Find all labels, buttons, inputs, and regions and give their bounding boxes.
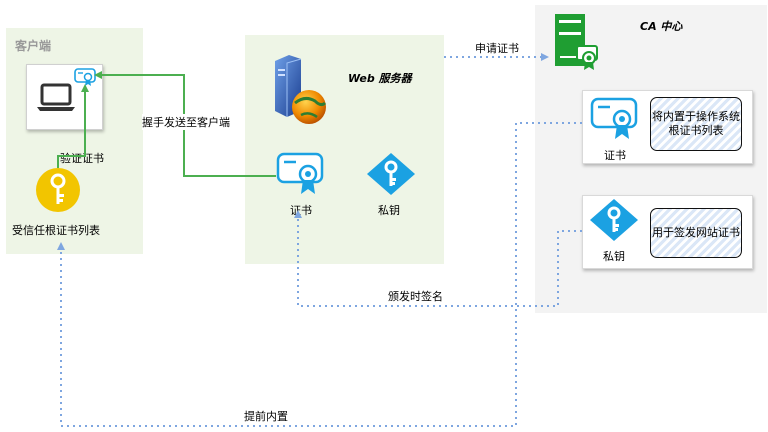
ca-certificate-icon [590, 97, 638, 144]
preinstall-label: 提前内置 [244, 408, 288, 424]
ca-cert-label: 证书 [604, 149, 626, 162]
ca-cert-note: 将内置于操作系统根证书列表 [650, 97, 742, 151]
handshake-label: 握手发送至客户端 [142, 114, 230, 130]
apply-cert-label: 申请证书 [475, 40, 519, 56]
ca-title: CA 中心 [640, 20, 683, 33]
client-title: 客户端 [15, 39, 52, 53]
server-certificate-icon [276, 152, 324, 199]
web-server-icon [271, 55, 329, 130]
ca-server-icon [553, 12, 601, 75]
web-server-title: Web 服务器 [348, 72, 412, 85]
key-icon [34, 166, 82, 217]
server-private-key-icon [367, 153, 415, 198]
ca-private-key-label: 私钥 [603, 250, 625, 263]
trusted-root-list-label: 受信任根证书列表 [12, 224, 100, 237]
issue-sign-label: 颁发时签名 [388, 288, 443, 304]
ca-key-note: 用于签发网站证书 [650, 208, 742, 258]
ca-private-key-icon [590, 199, 638, 244]
server-private-key-label: 私钥 [378, 204, 400, 217]
laptop-box [26, 64, 103, 130]
laptop-icon [36, 83, 76, 116]
